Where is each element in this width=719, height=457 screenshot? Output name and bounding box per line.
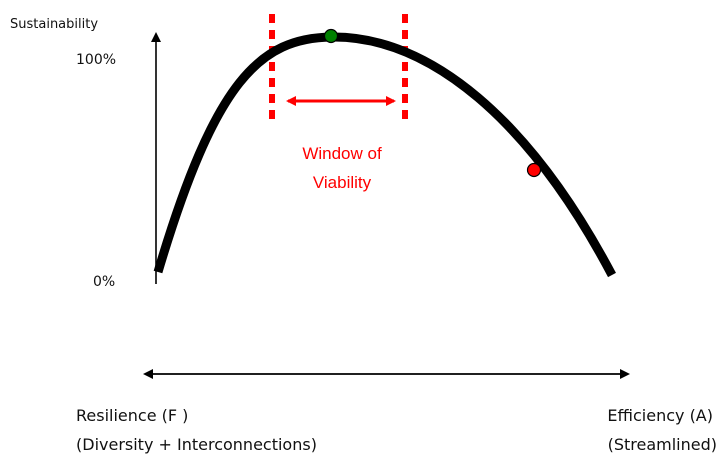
current-position-marker [526,162,542,178]
peak-marker [323,28,339,44]
resilience-sublabel: (Diversity + Interconnections) [76,435,317,454]
sustainability-curve [153,32,616,278]
window-label-line2: Viability [313,173,372,192]
resilience-label: Resilience (F ) [76,406,188,425]
y-axis-title: Sustainability [10,17,98,32]
y-tick-100: 100% [76,52,116,68]
y-tick-0: 0% [93,274,115,290]
efficiency-sublabel: (Streamlined) [608,435,717,454]
efficiency-label: Efficiency (A) [607,406,713,425]
window-label-line1: Window of [302,144,382,163]
